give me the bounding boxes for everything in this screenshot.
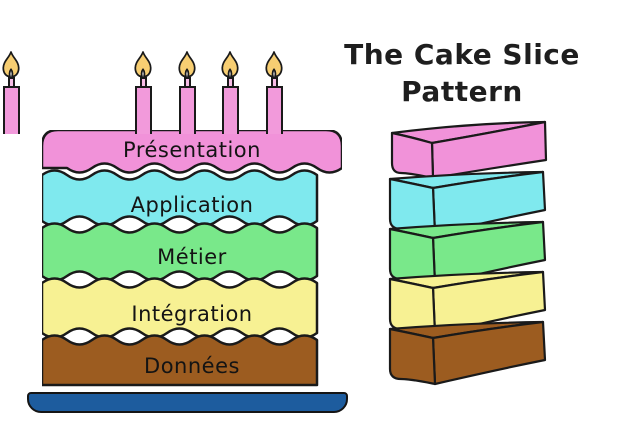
flame-shape: [134, 51, 152, 78]
slice-layer-donnees: [388, 320, 547, 386]
flame-shape: [178, 51, 196, 78]
flame-shape: [265, 51, 283, 78]
candle-stem: [221, 86, 239, 134]
candle-4: [263, 51, 285, 135]
candle-flame-icon: [221, 51, 239, 78]
candle-wick: [226, 77, 234, 87]
candle-wick: [183, 77, 191, 87]
layer-label-application: Application: [130, 193, 254, 217]
candle-flame-icon: [2, 51, 20, 78]
candle-5: [0, 51, 22, 135]
cake-layer-donnees: [42, 334, 319, 387]
slice-layer-presentation: [390, 120, 548, 180]
layer-label-integration: Intégration: [131, 302, 253, 326]
candle-wick: [139, 77, 147, 87]
layer-label-donnees: Données: [144, 354, 240, 378]
cake-layer-presentation: [42, 130, 342, 174]
candle-3: [219, 51, 241, 135]
candle-stem: [2, 86, 20, 134]
cake-plate: [27, 392, 348, 413]
candle-flame-icon: [134, 51, 152, 78]
candle-stem: [265, 86, 283, 134]
layer-label-metier: Métier: [157, 245, 227, 269]
flame-shape: [221, 51, 239, 78]
cake-layer-integration: [42, 277, 319, 339]
title-line-1: The Cake Slice: [344, 38, 580, 71]
layer-label-presentation: Présentation: [123, 138, 261, 162]
cake-slice-illustration: [388, 120, 548, 386]
diagram-title: The Cake Slice Pattern: [342, 36, 582, 110]
candle-2: [176, 51, 198, 135]
candle-stem: [134, 86, 152, 134]
candle-flame-icon: [178, 51, 196, 78]
title-line-2: Pattern: [401, 75, 523, 108]
cake-illustration: [42, 130, 342, 387]
candle-1: [132, 51, 154, 135]
cake-layer-metier: [42, 222, 319, 282]
candle-wick: [270, 77, 278, 87]
candle-wick: [7, 77, 15, 87]
cake-layer-application: [42, 169, 319, 227]
flame-shape: [2, 51, 20, 78]
candle-stem: [178, 86, 196, 134]
candle-flame-icon: [265, 51, 283, 78]
